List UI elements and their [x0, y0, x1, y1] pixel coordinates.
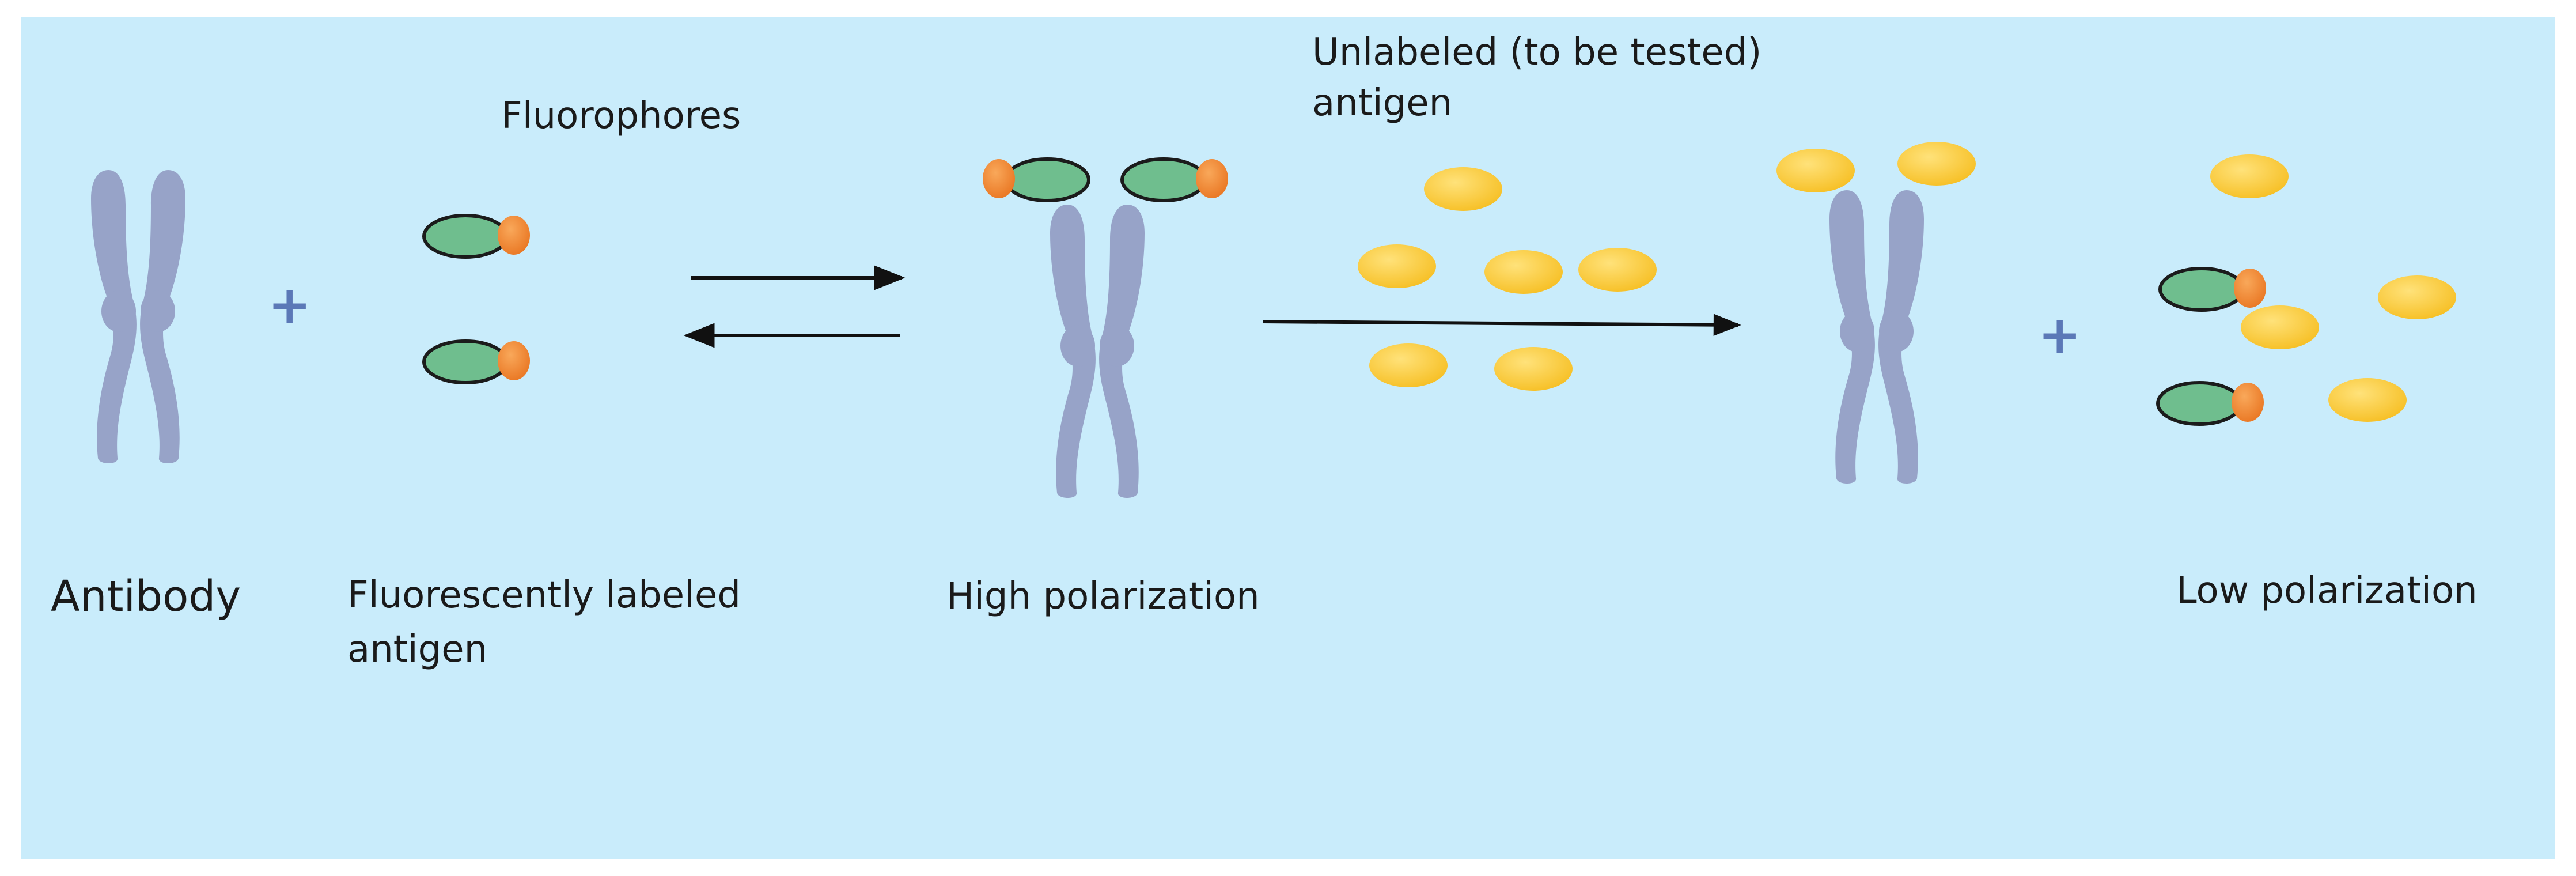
unlabeled-antigen-icon — [2241, 305, 2319, 349]
label-unlabeled-line1: Unlabeled (to be tested) — [1312, 31, 1761, 74]
unlabeled-antigen-icon — [2378, 275, 2456, 319]
label-labeled-antigen-line1: Fluorescently labeled — [347, 574, 741, 617]
label-high-polarization: High polarization — [946, 575, 1260, 618]
background-panel — [21, 17, 2555, 859]
labeled-antigen-icon — [2158, 383, 2264, 424]
labeled-antigen-icon — [424, 216, 530, 257]
label-low-polarization: Low polarization — [2176, 569, 2477, 612]
labeled-antigen-icon — [2160, 269, 2266, 310]
label-fluorophores: Fluorophores — [501, 95, 741, 137]
label-unlabeled-line2: antigen — [1312, 82, 1452, 124]
label-antibody: Antibody — [51, 572, 241, 621]
displacement-arrow — [1262, 314, 1741, 336]
unlabeled-antigen-icon — [2210, 154, 2289, 198]
unlabeled-antigen-icon — [1776, 149, 1855, 192]
label-labeled-antigen-line2: antigen — [347, 628, 487, 671]
labeled-antigen-icon — [424, 341, 530, 383]
unlabeled-antigen-icon — [1897, 142, 1976, 186]
plus-sign-2: + — [2038, 305, 2081, 365]
labeled-antigen-icon — [983, 159, 1089, 201]
labeled-antigen-icon — [1122, 159, 1228, 201]
unlabeled-antigen-icon — [2328, 378, 2407, 422]
plus-sign-1: + — [268, 275, 311, 335]
